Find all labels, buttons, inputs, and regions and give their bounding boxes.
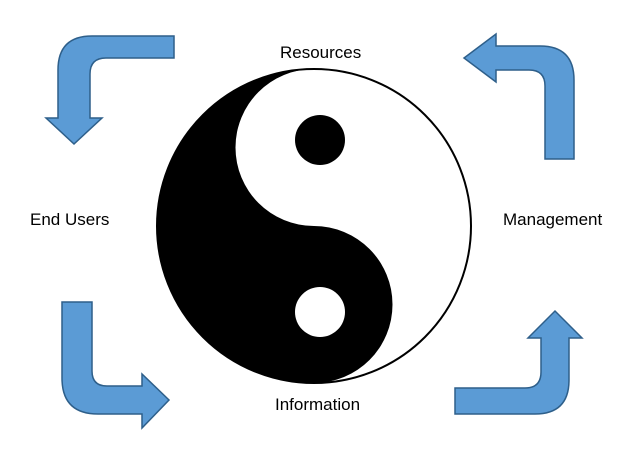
curved-arrow-icon-bottom-left	[61, 301, 171, 430]
curved-arrow-icon-top-left	[44, 35, 175, 146]
curved-arrow-icon-top-right	[462, 32, 575, 160]
label-resources: Resources	[280, 43, 362, 62]
yin-yang-dark-dot	[295, 115, 345, 165]
label-information: Information	[275, 395, 361, 414]
label-end-users: End Users	[30, 210, 110, 229]
yin-yang-light-dot	[295, 287, 345, 337]
label-management: Management	[503, 210, 603, 229]
yin-yang-symbol	[156, 68, 472, 384]
curved-arrow-icon-bottom-right	[454, 309, 584, 415]
